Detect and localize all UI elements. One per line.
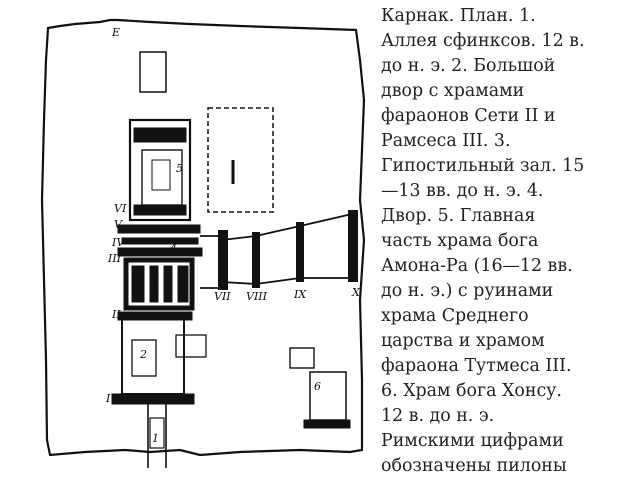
north-chapels bbox=[139, 51, 167, 93]
pylon-label-viii: VIII bbox=[246, 290, 268, 303]
pylon-label-x: X bbox=[351, 286, 361, 299]
enclosure-wall bbox=[40, 18, 366, 457]
pylon-label-ii: II bbox=[111, 308, 121, 321]
plan-label-2: 2 bbox=[139, 348, 147, 361]
pylon-label-vii: VII bbox=[214, 290, 231, 303]
pylon-label-v: V bbox=[114, 218, 123, 231]
pylon-label-i: I bbox=[105, 392, 111, 405]
pylon-label-ix: IX bbox=[293, 288, 307, 301]
sacred-lake bbox=[207, 107, 274, 213]
plan-label-1: 1 bbox=[152, 432, 159, 445]
pylon-label-vi: VI bbox=[114, 202, 127, 215]
southern-axis bbox=[200, 210, 358, 290]
pylon-label-e: E bbox=[111, 26, 120, 39]
plan-label-3: 3 bbox=[150, 278, 157, 291]
pylon-label-iv: IV bbox=[111, 236, 125, 249]
amun-temple bbox=[111, 118, 351, 468]
plan-caption: Карнак. План. 1. Аллея сфинксов. 12 в. д… bbox=[381, 6, 585, 476]
plan-label-6: 6 bbox=[314, 380, 321, 393]
plan-label-4: 4 bbox=[169, 242, 177, 255]
plan-label-5: 5 bbox=[176, 162, 183, 175]
pylon-label-iii: III bbox=[107, 252, 122, 265]
karnak-plan-diagram: 1 2 3 4 5 6 VI V IV III II I VII VIII IX… bbox=[40, 18, 366, 468]
